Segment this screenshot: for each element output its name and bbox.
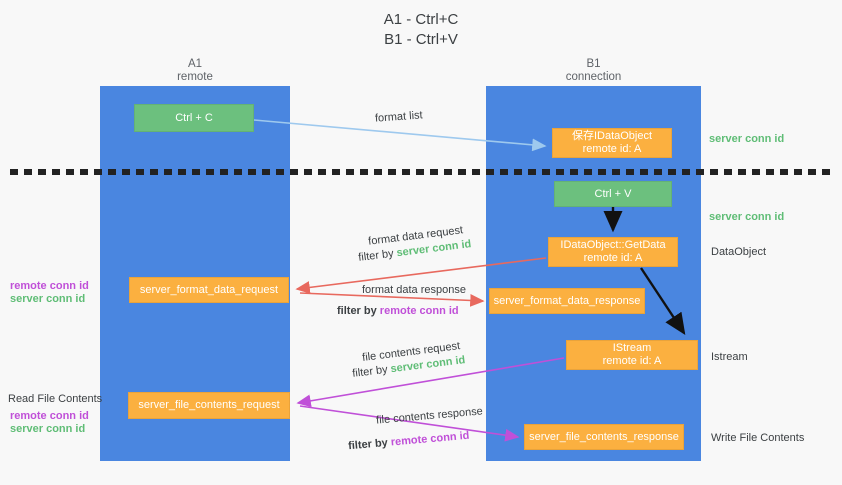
node-server-file-contents-request[interactable]: server_file_contents_request: [128, 392, 290, 419]
note-server-conn-id-1-text: server conn id: [10, 293, 86, 305]
edge-label-format-data-request-filter-prefix: filter by: [357, 247, 398, 264]
node-idataobject-getdata-label: IDataObject::GetData: [560, 239, 666, 251]
lane-header-a1: A1 remote: [100, 58, 290, 84]
edge-label-file-contents-request-filter-prefix: filter by: [351, 363, 392, 380]
edge-label-file-contents-response-filter: filter by remote conn id: [348, 429, 470, 455]
note-dataobject: DataObject: [711, 245, 766, 259]
node-save-idataobject-sub: remote id: A: [582, 143, 642, 155]
note-server-conn-id-mid-text: server conn id: [709, 211, 785, 223]
page-title: A1 - Ctrl+C B1 - Ctrl+V: [0, 10, 842, 50]
note-server-conn-id-mid: server conn id: [709, 210, 784, 224]
node-server-file-contents-response[interactable]: server_file_contents_response: [524, 424, 684, 450]
note-read-file-contents-text: Read File Contents: [8, 393, 103, 405]
edge-label-file-contents-response-filter-prefix: filter by: [347, 436, 392, 453]
edge-label-format-list-text: format list: [374, 109, 424, 125]
note-server-conn-id-2-text: server conn id: [10, 423, 86, 435]
lane-header-b1-sub: connection: [565, 71, 622, 83]
note-write-file-contents: Write File Contents: [711, 431, 804, 445]
note-remote-conn-id-2: remote conn id: [10, 409, 89, 423]
node-istream-label: IStream: [612, 342, 652, 354]
title-line-2: B1 - Ctrl+V: [384, 31, 458, 48]
edge-label-format-data-response: format data response: [362, 283, 466, 298]
node-idataobject-getdata-sub: remote id: A: [583, 252, 643, 264]
node-idataobject-getdata[interactable]: IDataObject::GetData remote id: A: [548, 237, 678, 267]
edge-label-file-contents-response-text: file contents response: [375, 405, 484, 427]
node-server-format-data-request[interactable]: server_format_data_request: [129, 277, 289, 303]
node-server-format-data-request-label: server_format_data_request: [139, 283, 279, 296]
note-server-conn-id-1: server conn id: [10, 292, 85, 306]
phase-separator-dashed-line: [10, 169, 832, 175]
title-line-1: A1 - Ctrl+C: [383, 11, 459, 28]
node-server-format-data-response-label: server_format_data_response: [493, 294, 641, 307]
node-save-idataobject-label: 保存IDataObject: [571, 130, 653, 142]
note-write-file-contents-text: Write File Contents: [711, 432, 805, 444]
node-server-format-data-response[interactable]: server_format_data_response: [489, 288, 645, 314]
node-ctrl-c-label: Ctrl + C: [175, 111, 213, 124]
node-server-file-contents-response-label: server_file_contents_response: [529, 430, 679, 443]
node-server-file-contents-request-label: server_file_contents_request: [138, 399, 280, 411]
note-read-file-contents: Read File Contents: [8, 392, 102, 406]
note-server-conn-id-top-text: server conn id: [709, 133, 785, 145]
edge-label-format-list: format list: [375, 108, 424, 126]
node-istream-sub: remote id: A: [602, 355, 662, 367]
edge-label-format-data-response-filter-prefix: filter by: [337, 305, 380, 317]
node-ctrl-v-label: Ctrl + V: [594, 187, 632, 200]
lane-header-a1-name: A1: [187, 58, 203, 70]
node-ctrl-c[interactable]: Ctrl + C: [134, 104, 254, 132]
note-remote-conn-id-2-text: remote conn id: [10, 410, 89, 422]
edge-label-file-contents-response-filter-value: remote conn id: [390, 429, 470, 449]
edge-label-file-contents-response: file contents response: [376, 404, 484, 428]
note-dataobject-text: DataObject: [711, 246, 767, 258]
edge-label-format-data-response-text: format data response: [362, 284, 466, 296]
lane-header-b1-name: B1: [586, 58, 601, 70]
node-istream[interactable]: IStream remote id: A: [566, 340, 698, 370]
lane-header-b1: B1 connection: [486, 58, 701, 84]
note-remote-conn-id-1: remote conn id: [10, 279, 89, 293]
note-server-conn-id-top: server conn id: [709, 132, 784, 146]
note-istream: Istream: [711, 350, 748, 364]
lane-header-a1-sub: remote: [177, 71, 213, 83]
edge-label-format-data-response-filter: filter by remote conn id: [337, 304, 459, 319]
note-server-conn-id-2: server conn id: [10, 422, 85, 436]
note-remote-conn-id-1-text: remote conn id: [10, 280, 89, 292]
edge-label-format-data-response-filter-value: remote conn id: [379, 305, 459, 317]
note-istream-text: Istream: [711, 351, 748, 363]
node-ctrl-v[interactable]: Ctrl + V: [554, 181, 672, 207]
node-save-idataobject[interactable]: 保存IDataObject remote id: A: [552, 128, 672, 158]
